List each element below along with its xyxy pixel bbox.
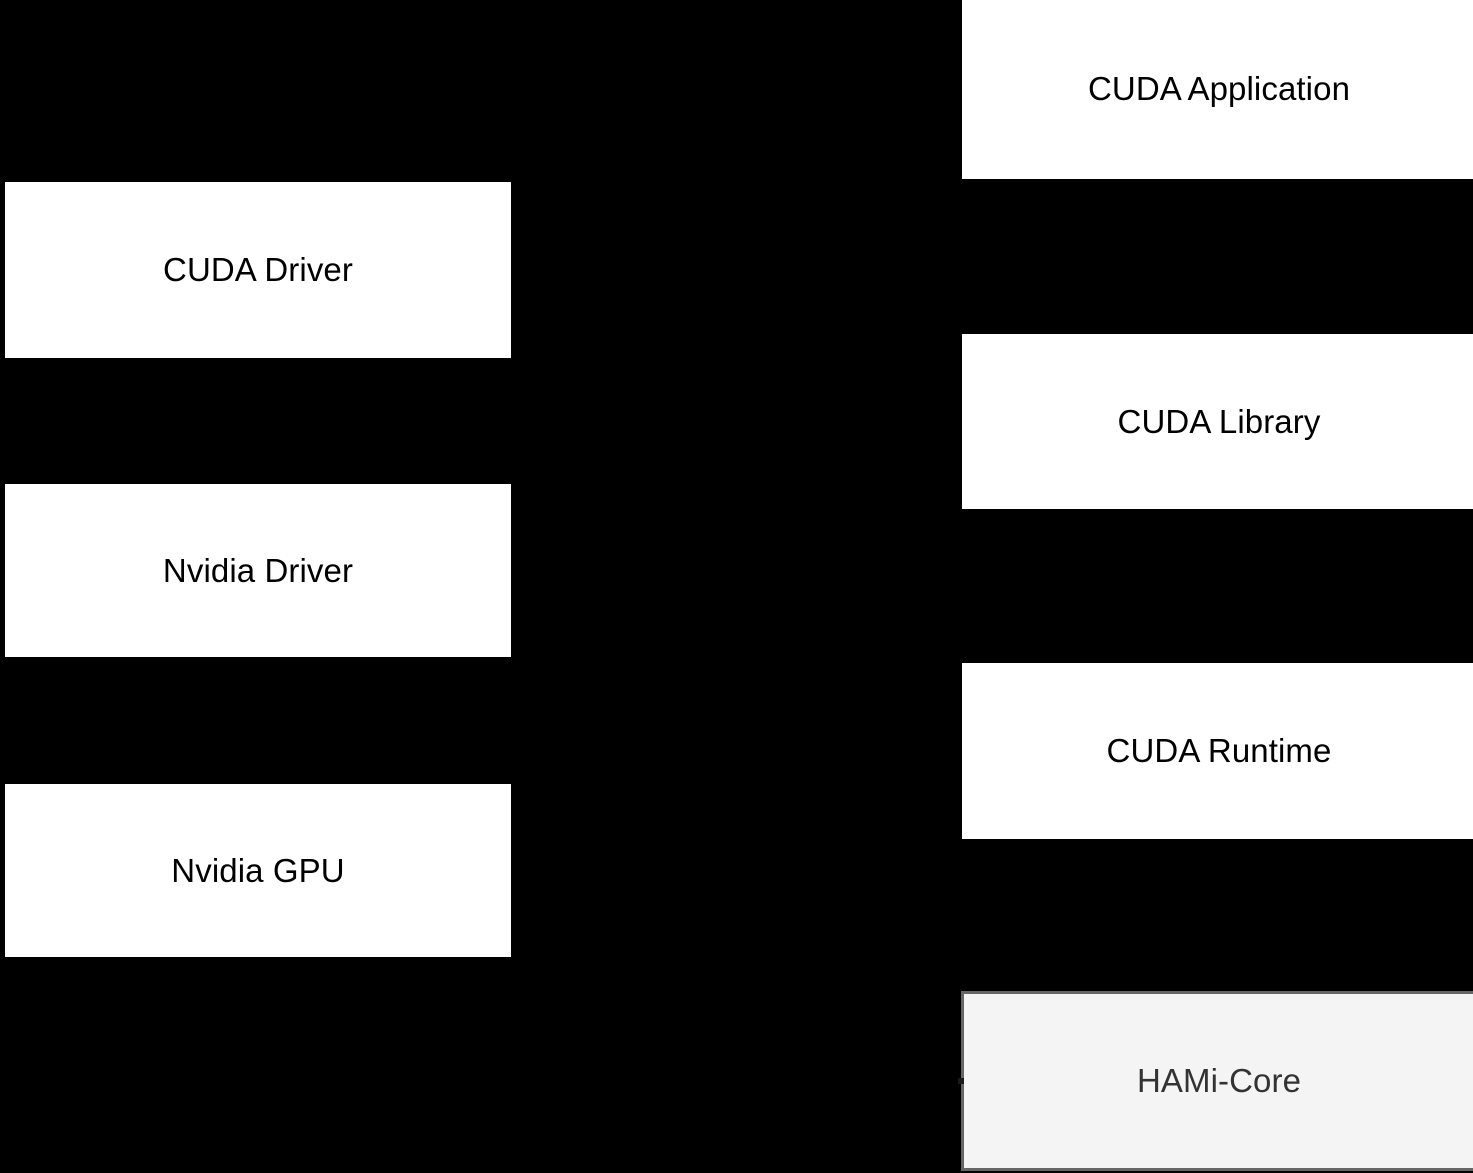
node-nvidia-gpu-label: Nvidia GPU <box>171 851 345 889</box>
node-cuda-library-label: CUDA Library <box>1117 402 1321 440</box>
node-cuda-runtime-label: CUDA Runtime <box>1106 732 1332 770</box>
node-cuda-runtime[interactable]: CUDA Runtime <box>961 662 1473 840</box>
node-cuda-library[interactable]: CUDA Library <box>961 333 1473 510</box>
node-cuda-application[interactable]: CUDA Application <box>961 0 1473 180</box>
node-nvidia-driver-label: Nvidia Driver <box>162 551 354 589</box>
node-nvidia-gpu[interactable]: Nvidia GPU <box>4 783 512 958</box>
node-cuda-driver-label: CUDA Driver <box>163 251 353 289</box>
node-hami-core[interactable]: HAMi-Core <box>961 991 1473 1171</box>
connector-stub-icon <box>958 1078 964 1084</box>
node-hami-core-label: HAMi-Core <box>1136 1062 1302 1100</box>
node-cuda-application-label: CUDA Application <box>1087 70 1351 108</box>
node-cuda-driver[interactable]: CUDA Driver <box>4 181 512 359</box>
node-nvidia-driver[interactable]: Nvidia Driver <box>4 483 512 658</box>
